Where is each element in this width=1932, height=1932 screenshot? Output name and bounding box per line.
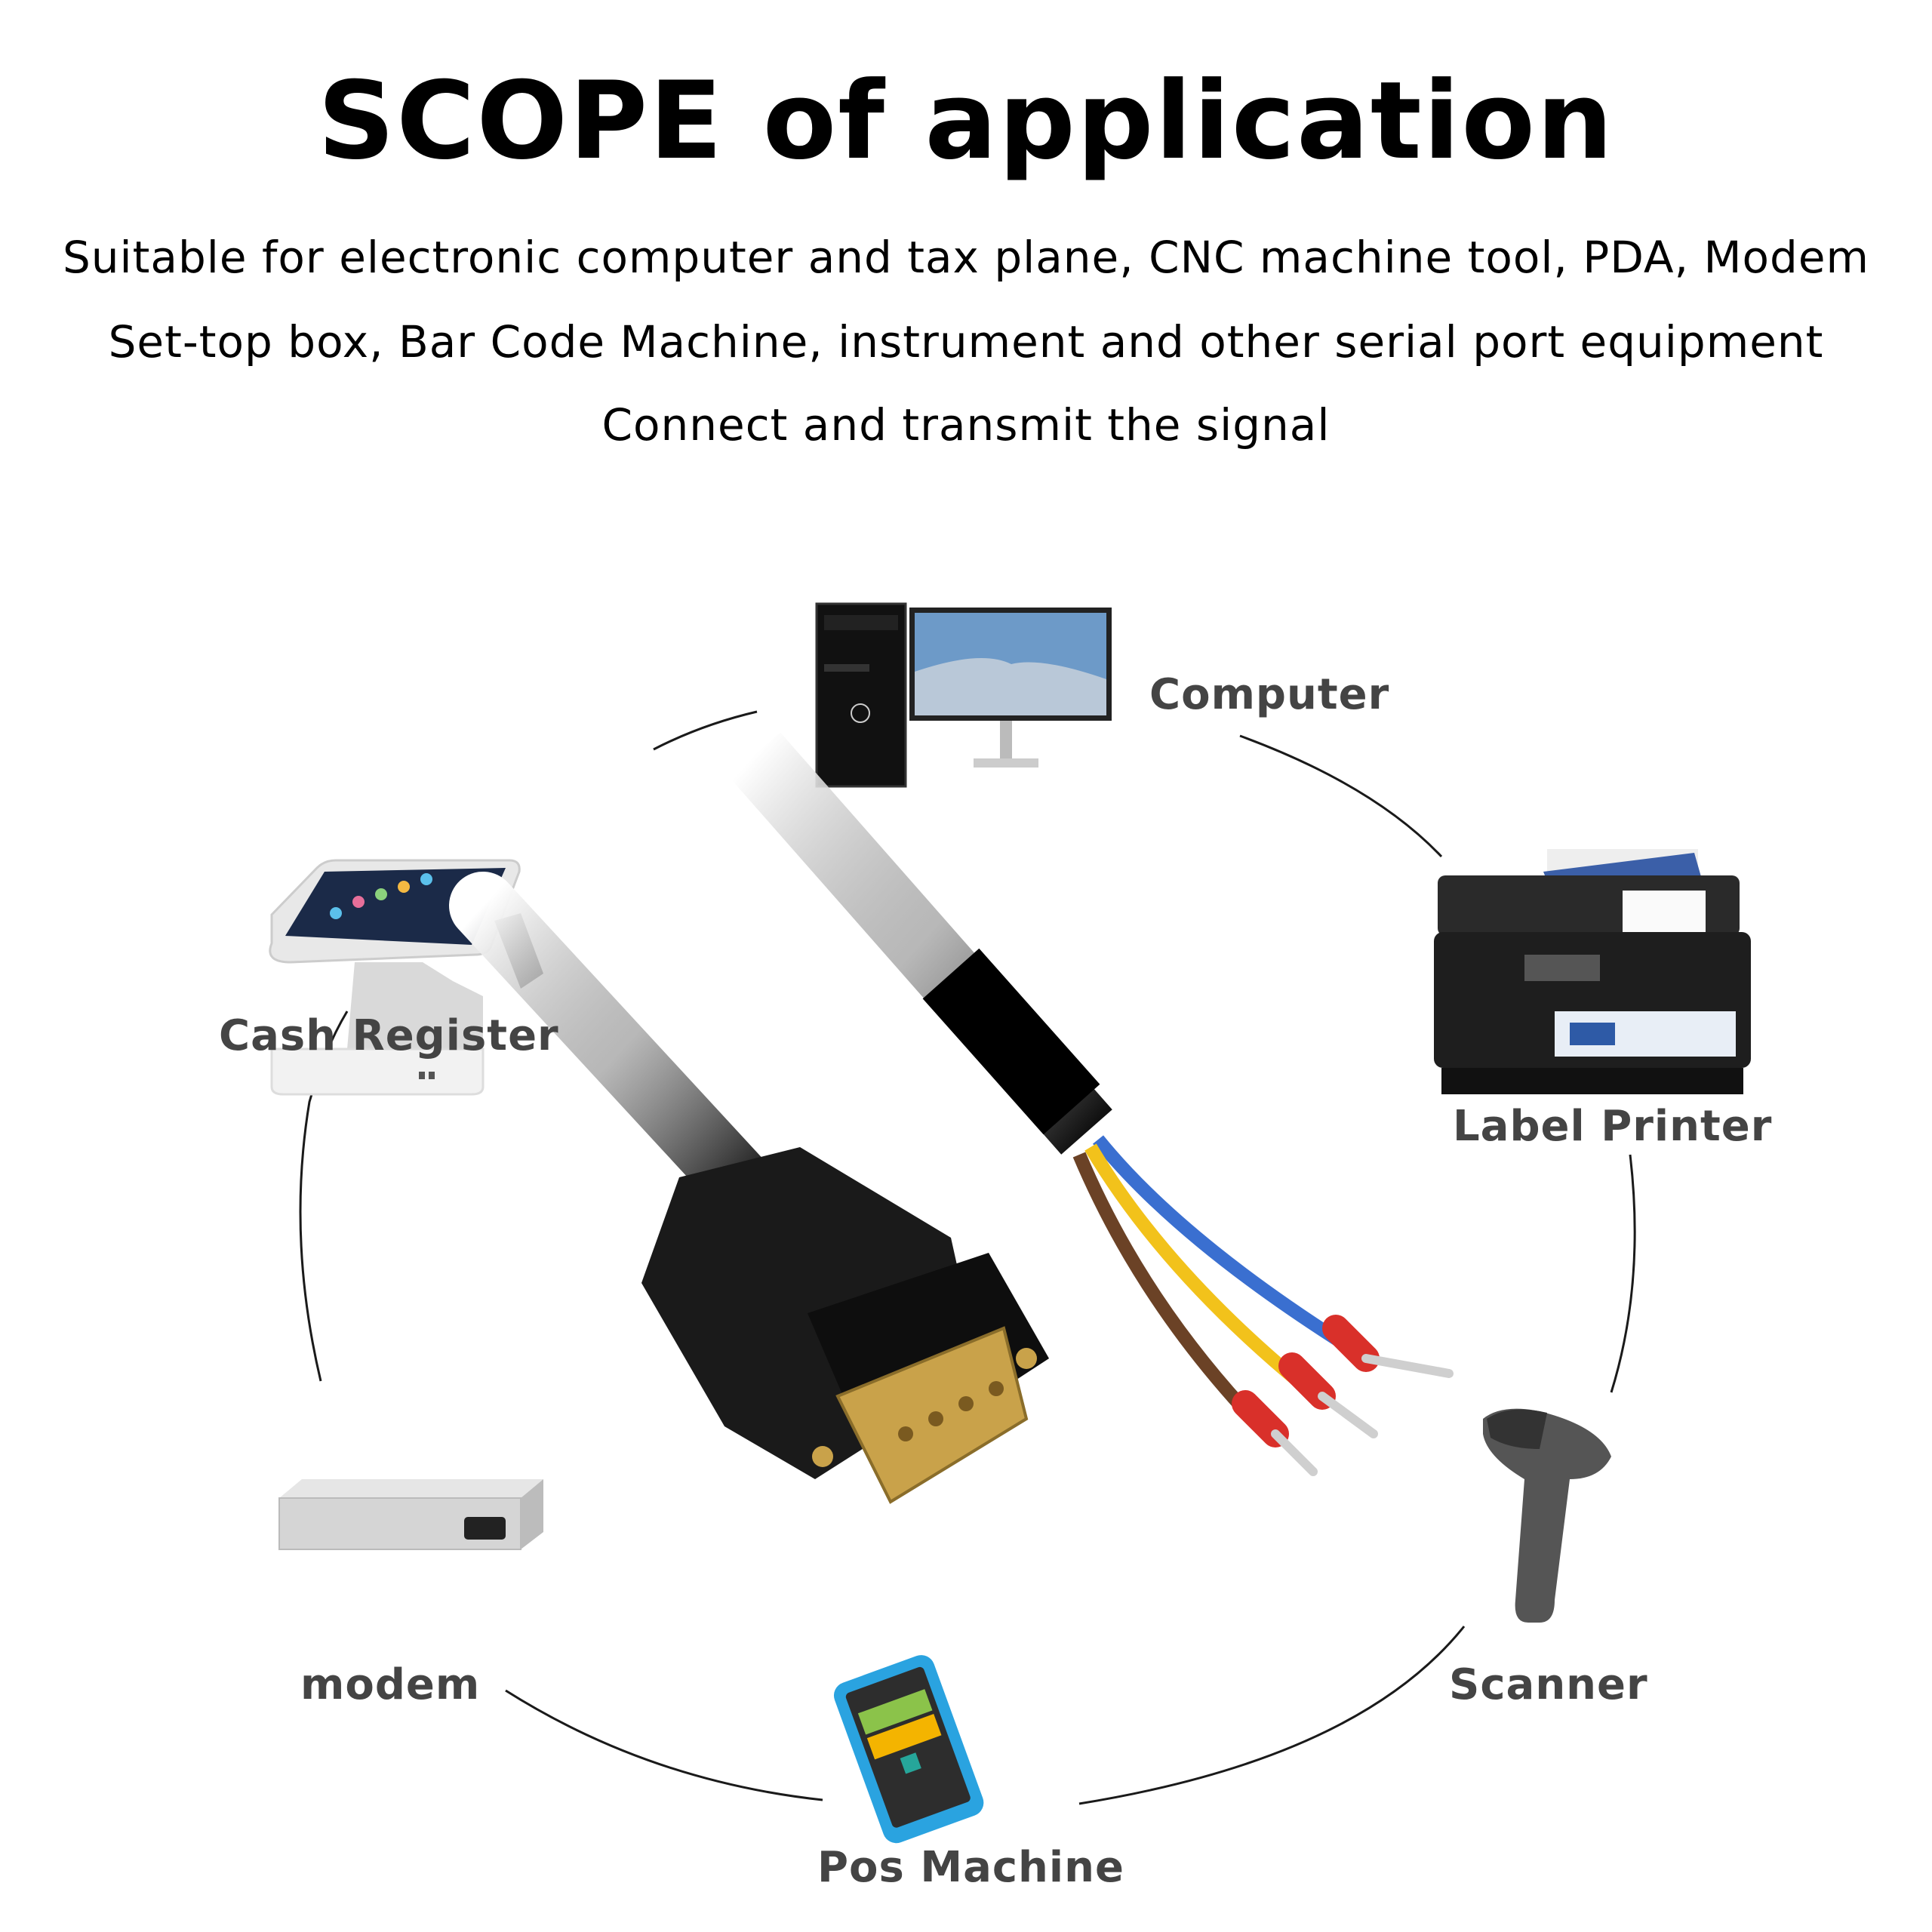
computer-icon bbox=[815, 602, 1112, 788]
description-line-3: Connect and transmit the signal bbox=[601, 399, 1331, 451]
cash-register-label: Cash Register bbox=[219, 1011, 559, 1060]
pos-machine-icon bbox=[833, 1655, 984, 1844]
scanner-icon bbox=[1483, 1408, 1611, 1623]
description-line-2: Set-top box, Bar Code Machine, instrumen… bbox=[108, 316, 1824, 368]
scanner-label: Scanner bbox=[1449, 1660, 1648, 1709]
modem-label: modem bbox=[300, 1660, 481, 1709]
description-line-1: Suitable for electronic computer and tax… bbox=[62, 232, 1870, 283]
connection-circle bbox=[299, 710, 1636, 1805]
computer-label: Computer bbox=[1149, 670, 1390, 719]
modem-icon bbox=[278, 1479, 543, 1550]
page-title: SCOPE of application bbox=[317, 59, 1615, 183]
label-printer-label: Label Printer bbox=[1453, 1102, 1773, 1151]
serial-cable-icon bbox=[449, 732, 1454, 1504]
pos-machine-label: Pos Machine bbox=[817, 1843, 1124, 1892]
label-printer-icon bbox=[1434, 849, 1751, 1094]
